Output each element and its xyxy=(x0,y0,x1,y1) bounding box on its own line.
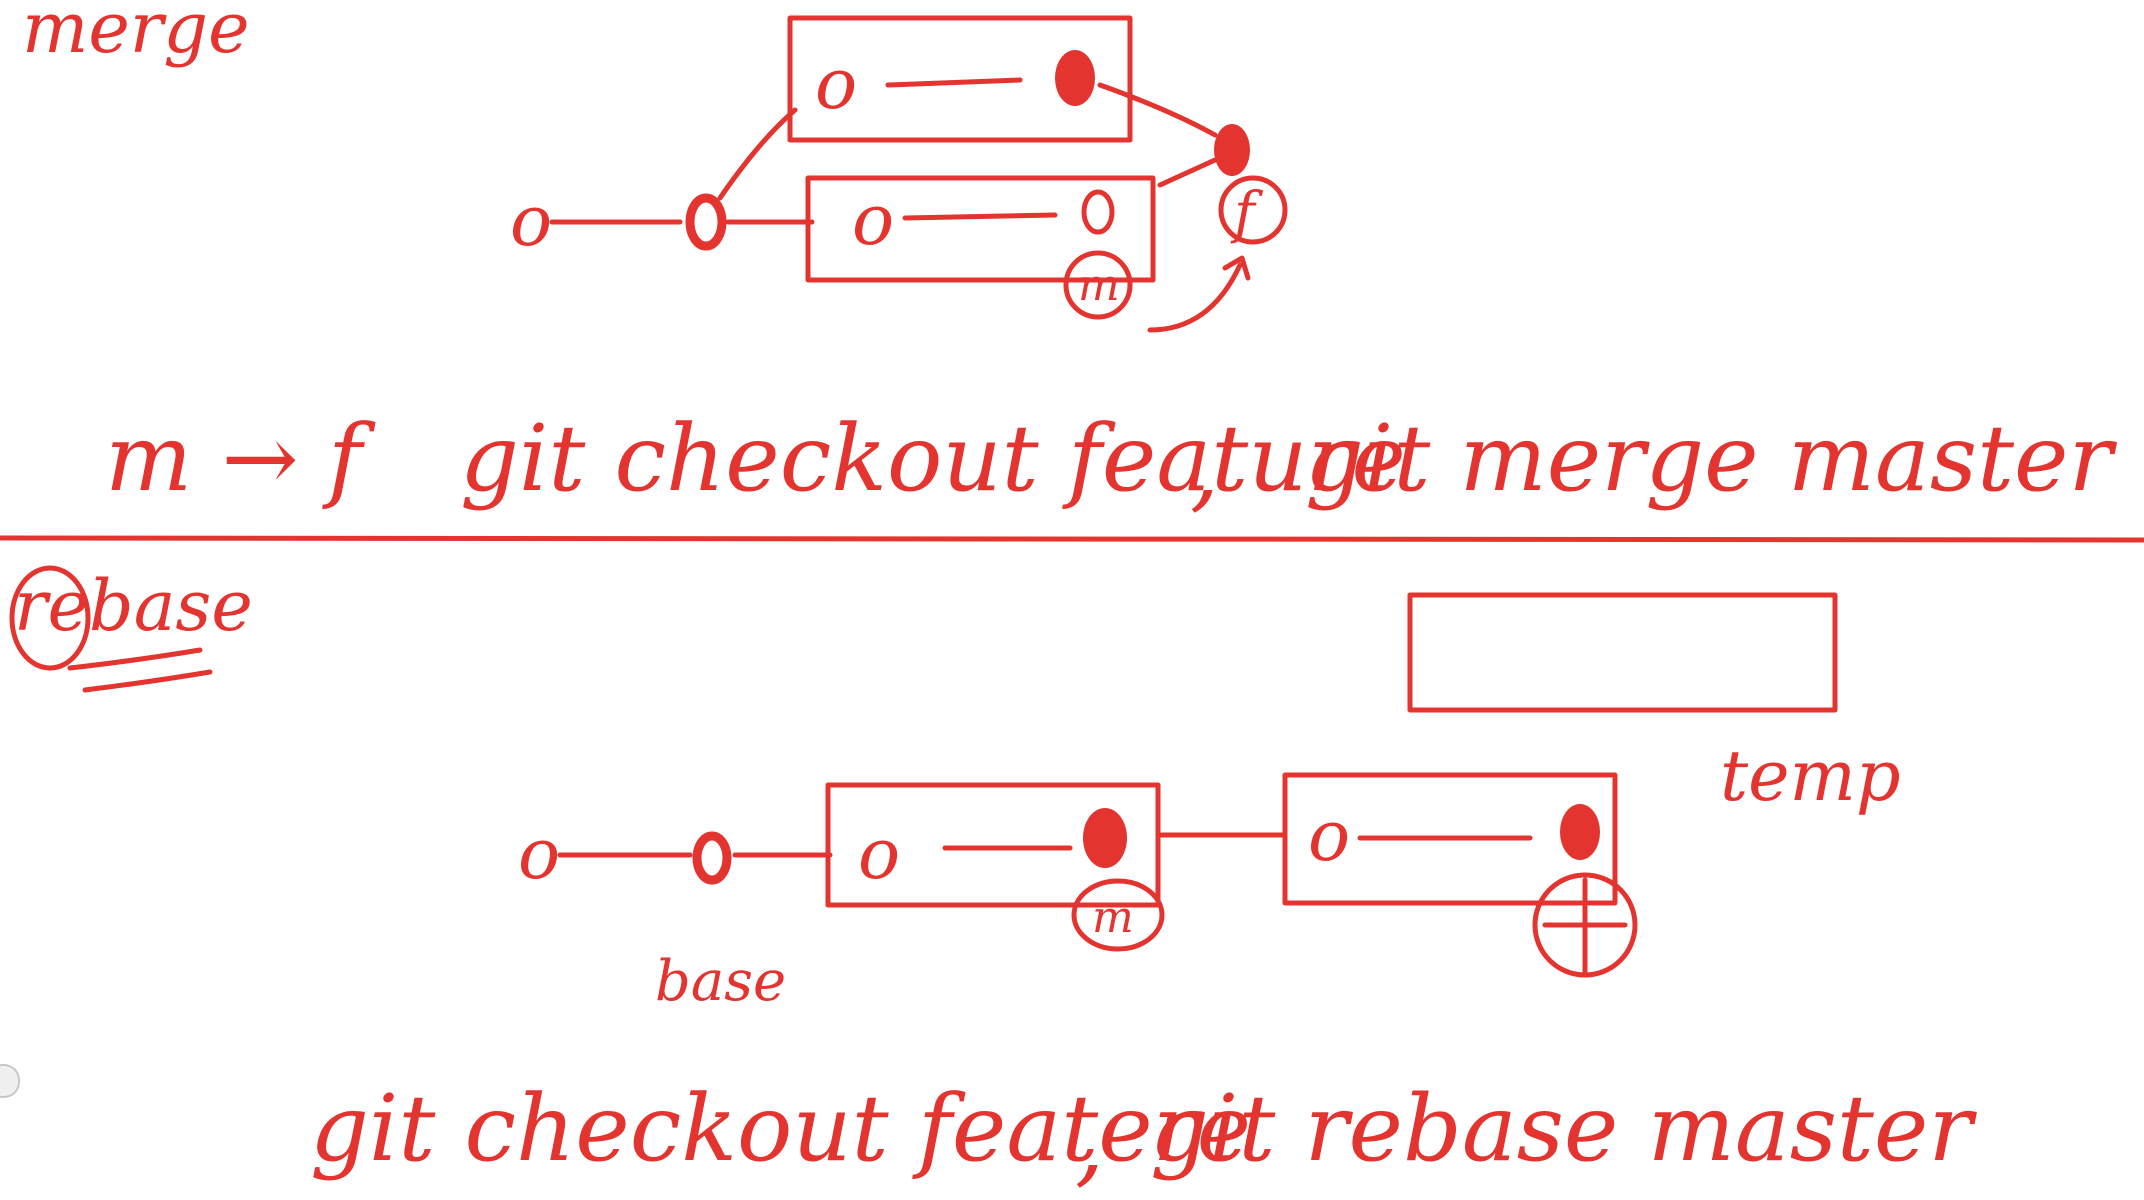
rebase-node-label: o xyxy=(858,813,900,895)
merge-feature-edge xyxy=(885,77,1023,88)
rebase-node-label: o xyxy=(1308,795,1350,877)
merge-caption-comma: , xyxy=(1190,415,1219,522)
merge-f-label: f xyxy=(1230,181,1264,246)
merge-branch-node xyxy=(685,193,727,251)
rebase-base-label: base xyxy=(655,949,786,1014)
rebase-section: rebase temp o base o m o git checkout fe… xyxy=(9,565,1977,1197)
rebase-node-label: o xyxy=(518,813,560,895)
rebase-caption-cmd1: git checkout featere xyxy=(310,1075,1251,1182)
rebase-temp-label: temp xyxy=(1720,735,1901,817)
rebase-caption-cmd2: git rebase master xyxy=(1150,1075,1977,1182)
merge-node-label: o xyxy=(815,43,857,125)
rebase-base-node xyxy=(692,831,732,885)
rebase-feature-tip-node xyxy=(1560,804,1600,860)
rebase-heading: rebase xyxy=(14,565,253,647)
rebase-caption-comma: , xyxy=(1075,1090,1104,1197)
merge-master-edge xyxy=(902,212,1058,221)
merge-edge-master-to-merge xyxy=(1157,157,1218,188)
merge-move-arrow xyxy=(1147,262,1243,333)
merge-master-tip-node xyxy=(1081,189,1115,235)
merge-heading: merge xyxy=(22,0,250,69)
merge-commit-node xyxy=(1214,124,1250,176)
merge-feature-box xyxy=(787,15,1133,143)
merge-move-arrowhead xyxy=(1222,255,1251,281)
merge-node-label: o xyxy=(852,179,894,261)
merge-edge-feature-to-merge xyxy=(1097,82,1218,138)
rebase-temp-box xyxy=(1407,592,1838,713)
merge-caption-left: m → f xyxy=(105,405,376,512)
rebase-heading-circle xyxy=(9,565,91,671)
rebase-m-pointer xyxy=(1071,878,1165,952)
merge-feature-tip-node xyxy=(1055,50,1095,106)
rebase-m-label: m xyxy=(1092,892,1134,943)
merge-master-box xyxy=(805,175,1156,283)
rebase-underline-1 xyxy=(67,647,203,671)
merge-m-label: m xyxy=(1078,260,1120,311)
merge-caption-cmd2: git merge master xyxy=(1305,405,2117,512)
merge-m-pointer xyxy=(1063,250,1133,320)
section-divider xyxy=(0,535,2144,543)
merge-node-label: o xyxy=(510,180,552,262)
rebase-underline-2 xyxy=(82,669,213,693)
merge-f-pointer xyxy=(1218,175,1288,245)
rebase-feature-box xyxy=(1282,772,1618,906)
merge-edge-to-feature xyxy=(717,107,798,201)
rebase-master-tip-node xyxy=(1083,808,1127,868)
merge-caption-cmd1: git checkout feature xyxy=(460,405,1406,512)
merge-section: merge o o o f m m → f git checkout feat xyxy=(22,0,2117,522)
rebase-master-box xyxy=(825,782,1161,908)
